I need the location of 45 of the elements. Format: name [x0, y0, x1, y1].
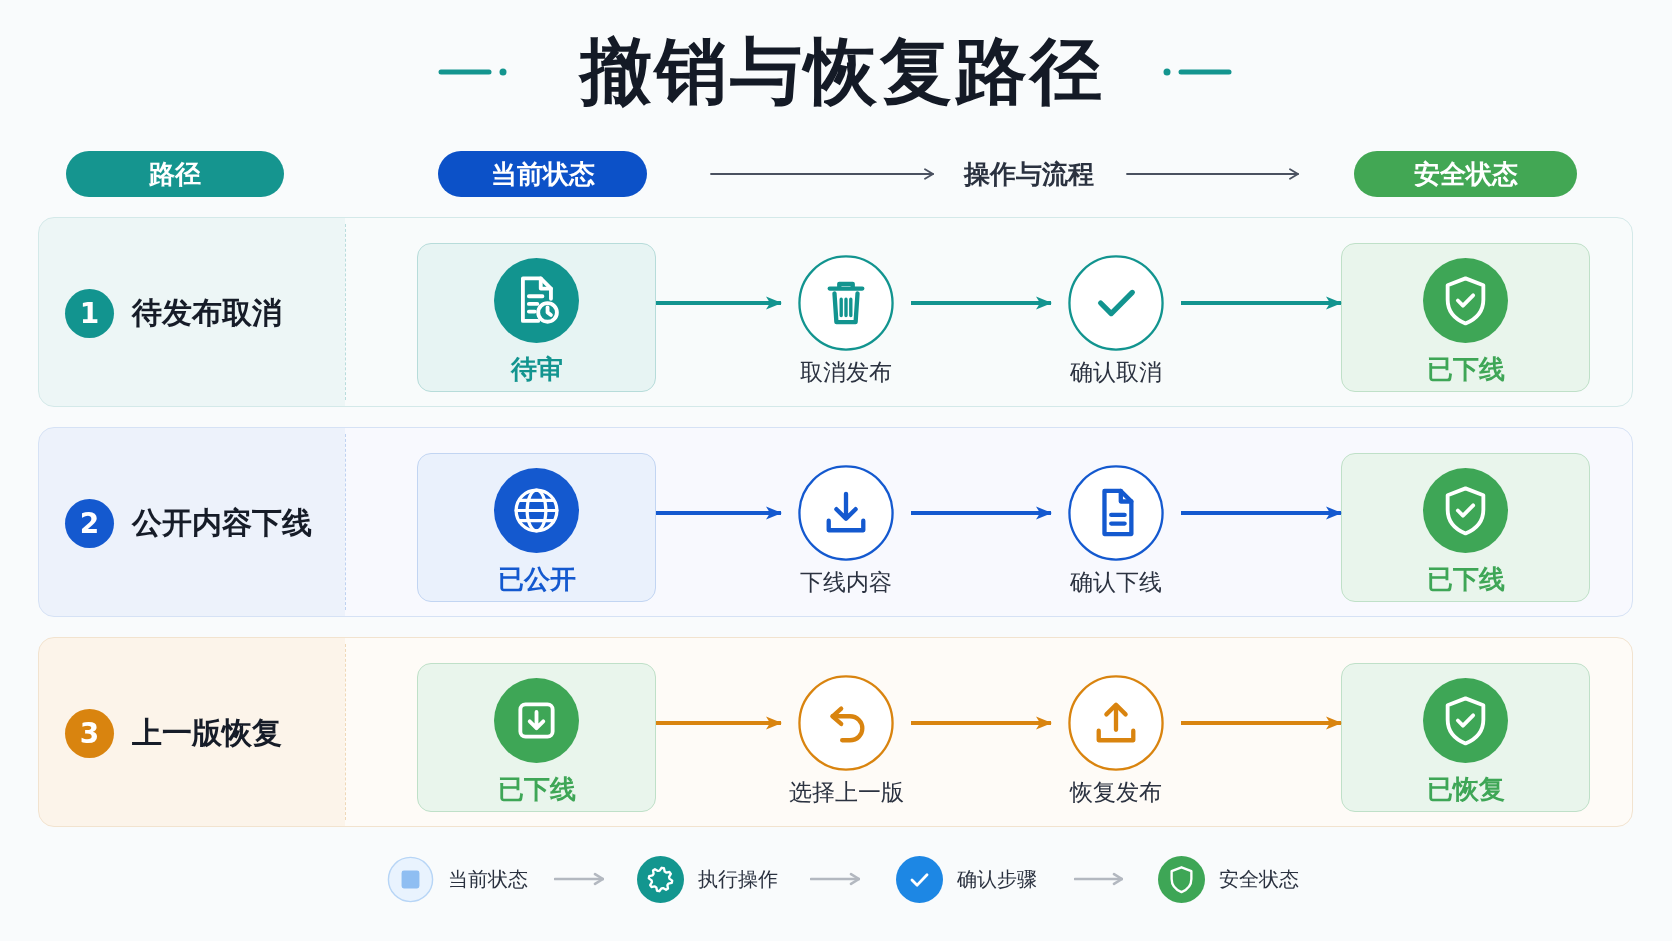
row-panel [38, 217, 1633, 407]
step-label: 选择上一版 [788, 778, 904, 806]
arrow [911, 296, 1052, 310]
legend-label: 执行操作 [698, 866, 778, 892]
arrow [656, 296, 782, 310]
arrow [911, 716, 1052, 730]
state-box [417, 453, 656, 602]
row-panel [38, 427, 1633, 617]
state-label: 已下线 [1426, 564, 1505, 594]
arrow [656, 506, 782, 520]
legend-label: 安全状态 [1219, 866, 1299, 892]
title: 撤销与恢复路径 [579, 28, 1105, 115]
row-panel [38, 637, 1633, 827]
step-label: 取消发布 [800, 358, 892, 386]
state-box [1341, 663, 1590, 812]
legend-label: 当前状态 [448, 866, 528, 892]
arrow [1181, 506, 1342, 520]
state-box [1341, 453, 1590, 602]
arrow [656, 716, 782, 730]
step-label: 确认取消 [1070, 358, 1162, 386]
row-heading: 上一版恢复 [132, 715, 282, 751]
column-header: 安全状态 [1354, 151, 1577, 197]
arrow [1181, 296, 1342, 310]
arrow [1181, 716, 1342, 730]
state-label: 已公开 [497, 564, 576, 594]
number-circle: 2 [65, 499, 114, 548]
column-header: 当前状态 [438, 151, 647, 197]
arrow [911, 506, 1052, 520]
column-header: 操作与流程 [964, 158, 1094, 191]
step-label: 下线内容 [800, 568, 892, 596]
state-label: 已下线 [1426, 354, 1505, 384]
legend-label: 确认步骤 [957, 866, 1037, 892]
column-header: 路径 [66, 151, 284, 197]
state-box [417, 663, 656, 812]
step-label: 确认下线 [1070, 568, 1162, 596]
number-circle: 3 [65, 709, 114, 758]
row-heading: 待发布取消 [132, 295, 282, 331]
state-label: 已恢复 [1426, 774, 1505, 804]
state-box [417, 243, 656, 392]
state-box [1341, 243, 1590, 392]
number-circle: 1 [65, 289, 114, 338]
step-label: 恢复发布 [1070, 778, 1162, 806]
row-heading: 公开内容下线 [132, 505, 312, 541]
state-label: 已下线 [497, 774, 576, 804]
state-label: 待审 [510, 354, 563, 384]
